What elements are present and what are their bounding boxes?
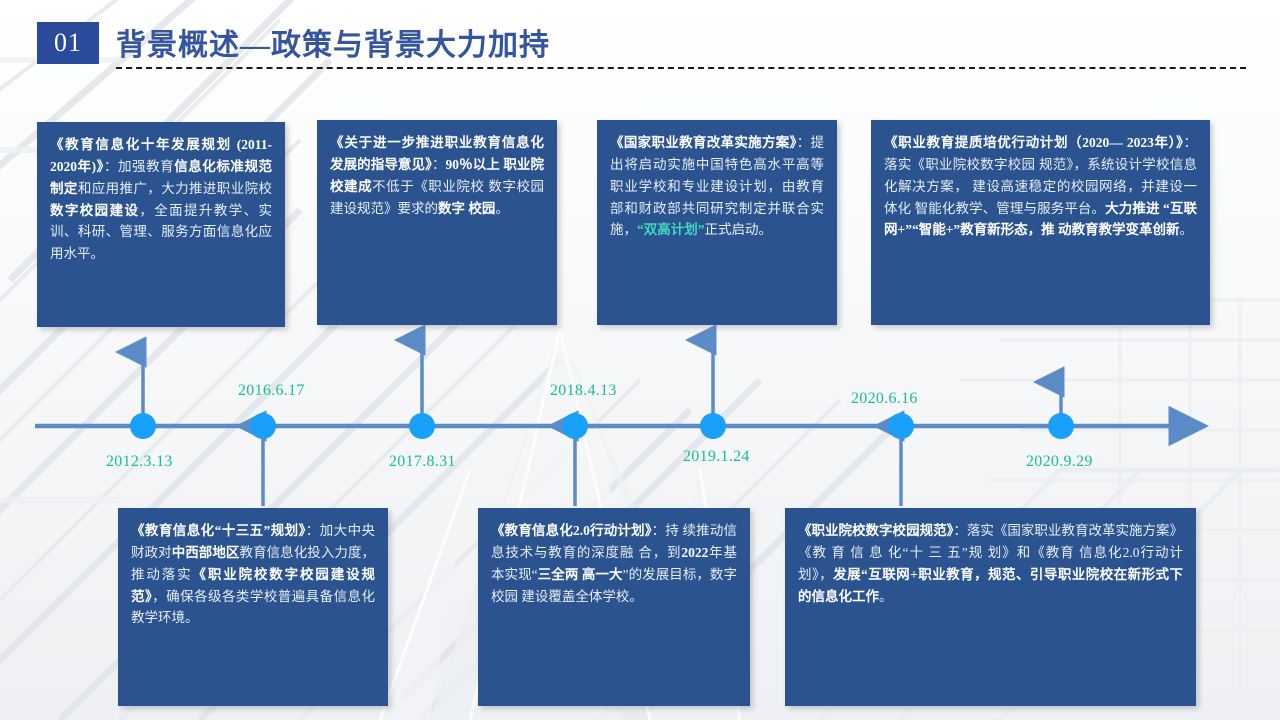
section-number-badge: 01 [37,22,99,64]
policy-card-2012-text: 《教育信息化十年发展规划 (2011-2020年)》：加强教育信息化标准规范制定… [50,137,273,262]
policy-card-2016-text: 《教育信息化“十三五”规划》：加大中央财政对中西部地区教育信息化投入力度，推动落… [131,523,376,626]
timeline-date-2020-9-29: 2020.9.29 [1026,453,1093,470]
policy-card-2017-text: 《关于进一步推进职业教育信息化发展的指导意见》：90％以上 职业院校建成不低于《… [330,135,545,216]
policy-card-2017: 《关于进一步推进职业教育信息化发展的指导意见》：90％以上 职业院校建成不低于《… [317,120,557,325]
timeline-date-2019-1-24: 2019.1.24 [683,448,750,465]
slide-header: 01 背景概述—政策与背景大力加持 [0,0,1280,86]
policy-card-2020-06-text: 《职业院校数字校园规范》：落实《国家职业教育改革实施方案》《教 育 信 息 化“… [798,523,1184,604]
policy-card-2020-09: 《职业教育提质培优行动计划（2020— 2023年）》：落实《职业院校数字校园 … [871,120,1210,325]
policy-card-2018: 《教育信息化2.0行动计划》：持 续推动信息技术与教育的深度融 合，到2022年… [478,508,750,706]
policy-card-2018-text: 《教育信息化2.0行动计划》：持 续推动信息技术与教育的深度融 合，到2022年… [491,523,737,604]
policy-card-2019-text: 《国家职业教育改革实施方案》：提出将启动实施中国特色高水平高等职业学校和专业建设… [610,135,825,238]
policy-card-2020-09-text: 《职业教育提质培优行动计划（2020— 2023年）》：落实《职业院校数字校园 … [884,135,1198,238]
page-title: 背景概述—政策与背景大力加持 [116,29,550,62]
policy-card-2012: 《教育信息化十年发展规划 (2011-2020年)》：加强教育信息化标准规范制定… [37,122,285,327]
timeline-date-2016-6-17: 2016.6.17 [238,382,305,399]
header-divider [116,67,1246,69]
policy-card-2019: 《国家职业教育改革实施方案》：提出将启动实施中国特色高水平高等职业学校和专业建设… [597,120,837,325]
timeline-date-2018-4-13: 2018.4.13 [550,382,617,399]
timeline-date-2020-6-16: 2020.6.16 [851,390,918,407]
policy-card-2016: 《教育信息化“十三五”规划》：加大中央财政对中西部地区教育信息化投入力度，推动落… [118,508,388,706]
policy-card-2020-06: 《职业院校数字校园规范》：落实《国家职业教育改革实施方案》《教 育 信 息 化“… [785,508,1196,706]
timeline-date-2012-3-13: 2012.3.13 [106,453,173,470]
timeline-date-2017-8-31: 2017.8.31 [389,453,456,470]
